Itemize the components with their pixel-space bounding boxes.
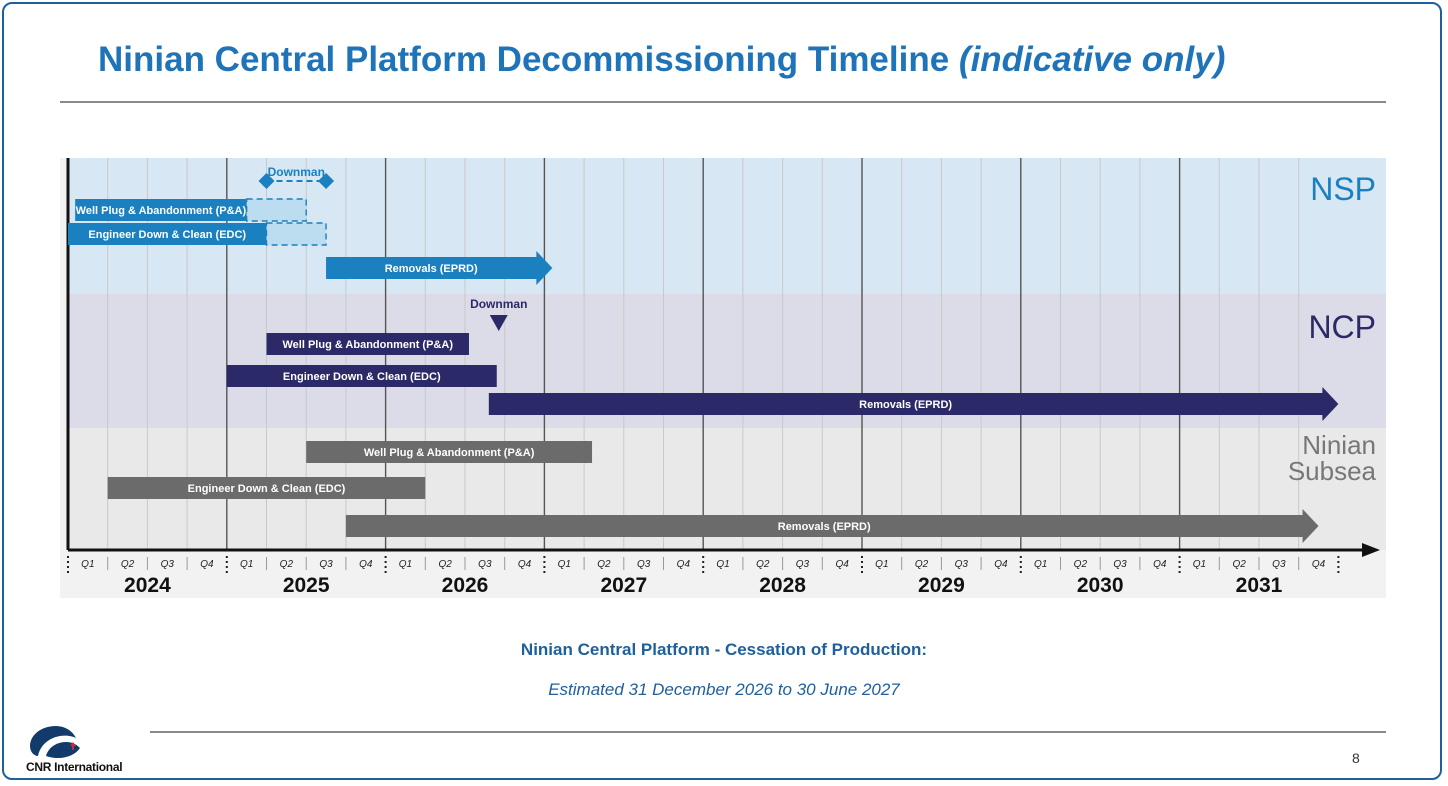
task-label: Engineer Down & Clean (EDC): [188, 483, 346, 495]
quarter-tick-label: Q1: [716, 559, 729, 570]
task-label: Well Plug & Abandonment (P&A): [282, 339, 453, 351]
quarter-tick-label: Q1: [240, 559, 253, 570]
year-label: 2029: [918, 574, 965, 597]
quarter-tick-label: Q3: [319, 559, 333, 570]
quarter-tick-label: Q3: [478, 559, 492, 570]
downman-start-diamond: [258, 173, 275, 189]
year-label: 2026: [442, 574, 489, 597]
quarter-tick-label: Q2: [280, 559, 294, 570]
quarter-tick-label: Q2: [438, 559, 452, 570]
task-label: Well Plug & Abandonment (P&A): [364, 447, 535, 459]
quarter-tick-label: Q2: [1232, 559, 1246, 570]
quarter-tick-label: Q1: [875, 559, 888, 570]
bar-extension: [245, 198, 307, 222]
title-italic: (indicative only): [958, 40, 1226, 79]
title-main: Ninian Central Platform Decommissioning …: [98, 40, 959, 79]
task-label: Engineer Down & Clean (EDC): [283, 371, 441, 383]
task-arrow-bar: [345, 509, 1319, 543]
downman-marker: [489, 315, 508, 331]
quarter-tick-label: Q4: [359, 559, 373, 570]
page-number: 8: [1352, 750, 1360, 766]
quarter-tick-label: Q3: [1113, 559, 1127, 570]
x-axis-arrowhead: [1362, 543, 1380, 557]
quarter-tick-label: Q3: [637, 559, 651, 570]
title-divider: [60, 101, 1386, 103]
task-label: Engineer Down & Clean (EDC): [88, 229, 246, 241]
quarter-tick-label: Q2: [597, 559, 611, 570]
group-name-label: NCP: [1308, 309, 1376, 345]
quarter-tick-label: Q4: [994, 559, 1008, 570]
cnr-logo-icon: [30, 726, 80, 758]
quarter-tick-label: Q1: [558, 559, 571, 570]
milestone-label: Downman: [268, 165, 325, 179]
quarter-tick-label: Q2: [1074, 559, 1088, 570]
quarter-tick-label: Q1: [399, 559, 412, 570]
group-name-label: Ninian: [1302, 430, 1376, 460]
milestone-label: Downman: [470, 297, 527, 311]
task-label: Removals (EPRD): [385, 263, 478, 275]
quarter-tick-label: Q1: [1034, 559, 1047, 570]
bar-extension: [265, 222, 327, 246]
quarter-tick-label: Q4: [200, 559, 214, 570]
year-label: 2025: [283, 574, 330, 597]
quarter-tick-label: Q1: [1193, 559, 1206, 570]
downman-end-diamond: [318, 173, 335, 189]
year-label: 2024: [124, 574, 171, 597]
timeline-chart: Q1 Q2 Q3 Q4 Q1 Q2 Q3 Q4 Q1 Q2 Q3 Q4 Q1 Q2 Q3 Q4 Q1 Q2 Q3 Q4…: [60, 158, 1386, 598]
quarter-tick-label: Q2: [915, 559, 929, 570]
group-name-label: NSP: [1310, 171, 1376, 207]
year-label: 2028: [759, 574, 806, 597]
task-label: Well Plug & Abandonment (P&A): [76, 205, 247, 217]
cop-title: Ninian Central Platform - Cessation of P…: [520, 640, 928, 659]
task-arrow-bar: [488, 387, 1339, 421]
year-label: 2031: [1236, 574, 1283, 597]
footer-divider: [150, 731, 1386, 733]
cnr-logo: CNR International: [26, 722, 156, 778]
task-label: Removals (EPRD): [859, 399, 952, 411]
quarter-tick-label: Q2: [121, 559, 135, 570]
task-bar: [306, 441, 593, 463]
task-bar: [75, 199, 247, 221]
quarter-tick-label: Q4: [1153, 559, 1167, 570]
task-label: Removals (EPRD): [778, 521, 871, 533]
quarter-tick-label: Q4: [835, 559, 849, 570]
task-bar: [68, 223, 267, 245]
quarter-tick-label: Q2: [756, 559, 770, 570]
quarter-tick-label: Q3: [1272, 559, 1286, 570]
year-label: 2030: [1077, 574, 1124, 597]
quarter-tick-label: Q3: [161, 559, 175, 570]
quarter-tick-label: Q4: [677, 559, 691, 570]
cop-subtitle: Estimated 31 December 2026 to 30 June 20…: [548, 680, 900, 699]
quarter-tick-label: Q3: [796, 559, 810, 570]
slide-title: Ninian Central Platform Decommissioning …: [98, 40, 1225, 80]
task-bar: [266, 333, 469, 355]
group-name-label: Subsea: [1288, 456, 1377, 486]
quarter-tick-label: Q4: [1312, 559, 1326, 570]
logo-text: CNR International: [26, 760, 123, 774]
quarter-tick-label: Q1: [81, 559, 94, 570]
quarter-tick-label: Q3: [955, 559, 969, 570]
task-arrow-bar: [326, 251, 553, 285]
task-bar: [107, 477, 426, 499]
quarter-tick-label: Q4: [518, 559, 532, 570]
task-bar: [226, 365, 497, 387]
year-label: 2027: [600, 574, 647, 597]
